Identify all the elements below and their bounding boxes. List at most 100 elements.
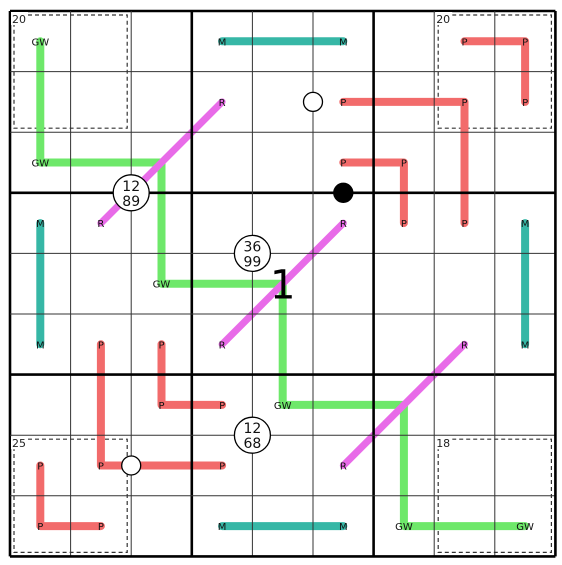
cell-r5c2[interactable] [71, 253, 132, 314]
line-label: P [98, 340, 104, 351]
r-center-line [218, 219, 347, 348]
cell-r1c2[interactable] [71, 11, 132, 72]
line-label: P [401, 159, 407, 170]
cage-sum: 18 [436, 437, 450, 450]
line-label: P [522, 37, 528, 48]
gw-top-left-line [36, 37, 166, 167]
line-label: P [340, 98, 346, 109]
cell-r8c7[interactable] [374, 435, 435, 496]
line-label: M [36, 340, 45, 351]
line-label: P [340, 159, 346, 170]
line-label: GW [395, 522, 413, 533]
cage-sum: 20 [436, 13, 450, 26]
cage-sum-background [11, 12, 28, 25]
line-label: P [219, 401, 225, 412]
line-label: M [218, 522, 227, 533]
cell-r5c7[interactable] [374, 253, 435, 314]
cell-r3c9[interactable] [495, 132, 556, 193]
cell-r3c5[interactable] [252, 132, 313, 193]
cell-r2c2[interactable] [71, 72, 132, 133]
p-top-long-line [339, 97, 469, 228]
gw-middle-line [157, 158, 287, 288]
quad-top-left [112, 174, 150, 212]
line-label: P [98, 522, 104, 533]
cage-sum-background [435, 436, 453, 450]
cell-r2c7[interactable] [374, 72, 435, 133]
line-constraints-layer [36, 37, 530, 531]
line-label: R [340, 462, 347, 473]
cell-r7c8[interactable] [434, 375, 495, 436]
r-bottom-right-line [339, 340, 468, 469]
cell-r1c5[interactable] [252, 11, 313, 72]
cell-r5c8[interactable] [434, 253, 495, 314]
line-label: P [219, 462, 225, 473]
quadruple-digits: 99 [243, 254, 261, 270]
cell-r9c5[interactable] [252, 496, 313, 557]
cell-r7c2[interactable] [71, 375, 132, 436]
cage-sum-background [11, 436, 28, 450]
gw-bottom-right-line [399, 400, 530, 531]
gw-center-line [278, 279, 408, 409]
cell-r5c6[interactable] [313, 253, 374, 314]
cell-r5c1[interactable] [10, 253, 71, 314]
given-digits-layer: 1 [270, 263, 295, 309]
line-label: GW [31, 159, 49, 170]
cell-r1c7[interactable] [374, 11, 435, 72]
line-label: M [218, 37, 227, 48]
dot-white-bottom-left [121, 455, 142, 476]
given-digit: 1 [270, 263, 295, 309]
cell-r3c4[interactable] [192, 132, 253, 193]
line-label: M [36, 219, 45, 230]
quad-center-bottom [233, 416, 272, 454]
line-label: R [97, 219, 104, 230]
cell-r7c9[interactable] [495, 375, 556, 436]
cell-r3c8[interactable] [434, 132, 495, 193]
line-label: M [521, 340, 530, 351]
cell-r2c1[interactable] [10, 72, 71, 133]
line-label: R [219, 340, 226, 351]
line-label: M [521, 219, 530, 230]
p-left-short-line [157, 340, 227, 409]
line-label: R [461, 340, 468, 351]
quadruple-digits: 89 [122, 194, 140, 210]
cage-sum: 25 [12, 437, 26, 450]
cell-r7c1[interactable] [10, 375, 71, 436]
line-label: GW [274, 401, 292, 412]
cell-r7c7[interactable] [374, 375, 435, 436]
cell-r8c9[interactable] [495, 435, 556, 496]
line-label: R [340, 219, 347, 230]
p-bottom-left-corner-line [36, 461, 105, 531]
line-label: GW [153, 280, 171, 291]
p-left-long-line [96, 340, 227, 470]
p-top-short-line [339, 158, 408, 228]
line-label: M [339, 522, 348, 533]
cell-r2c3[interactable] [131, 72, 192, 133]
p-top-right-corner-line [460, 37, 530, 106]
cell-r7c6[interactable] [313, 375, 374, 436]
line-label: P [522, 98, 528, 109]
line-label: P [98, 462, 104, 473]
cell-r5c9[interactable] [495, 253, 556, 314]
dot-black-center [333, 182, 354, 203]
line-label: P [401, 219, 407, 230]
cell-r6c6[interactable] [313, 314, 374, 375]
cell-r1c3[interactable] [131, 11, 192, 72]
line-label: GW [31, 37, 49, 48]
cell-r6c7[interactable] [374, 314, 435, 375]
line-label: P [461, 37, 467, 48]
line-label: R [219, 98, 226, 109]
cage-sum-labels-layer: 20 20 25 18 [11, 12, 453, 450]
line-label: M [339, 37, 348, 48]
cell-r6c5[interactable] [252, 314, 313, 375]
quadruple-digits: 68 [243, 436, 261, 452]
line-label: GW [516, 522, 534, 533]
cage-sum: 20 [12, 13, 26, 26]
cell-r9c8[interactable] [434, 496, 495, 557]
cell-r9c3[interactable] [131, 496, 192, 557]
quadruple-digits: 12 [122, 179, 140, 195]
kropki-dots-layer [121, 91, 354, 476]
line-label: P [461, 219, 467, 230]
